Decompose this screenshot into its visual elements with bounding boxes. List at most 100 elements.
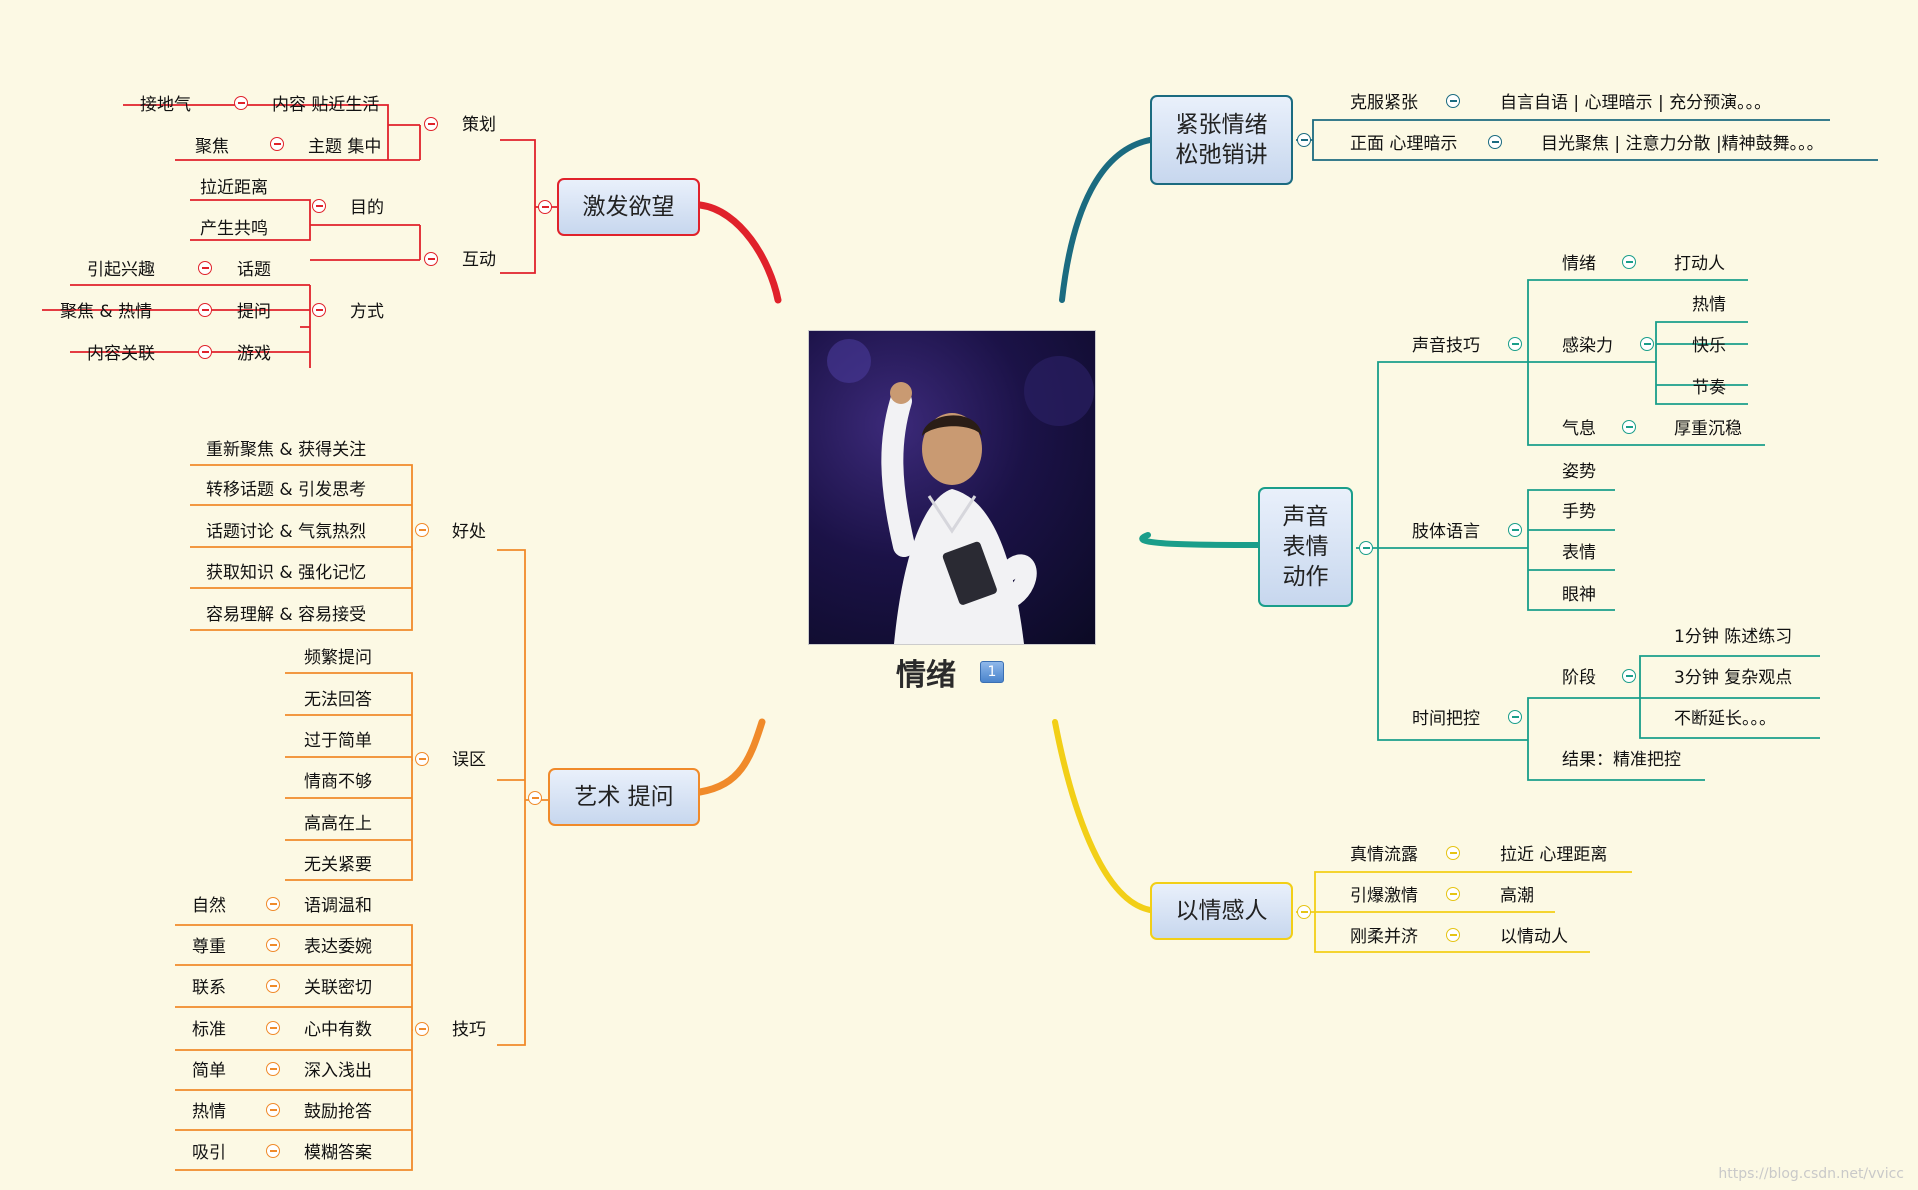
- collapse-toggle[interactable]: [266, 1062, 280, 1076]
- sound-breath-b[interactable]: 厚重沉稳: [1674, 419, 1742, 439]
- collapse-toggle[interactable]: [1508, 337, 1522, 351]
- skill-item-b[interactable]: 语调温和: [304, 896, 372, 916]
- plan-item-b[interactable]: 内容 贴近生活: [272, 95, 380, 115]
- label-plan[interactable]: 策划: [462, 115, 496, 135]
- label-time[interactable]: 时间把控: [1412, 709, 1480, 729]
- skill-item-b[interactable]: 关联密切: [304, 978, 372, 998]
- sound-breath-a[interactable]: 气息: [1562, 419, 1596, 439]
- collapse-toggle[interactable]: [1622, 669, 1636, 683]
- benefit-item[interactable]: 获取知识 & 强化记忆: [206, 563, 367, 583]
- body-item[interactable]: 姿势: [1562, 462, 1596, 482]
- label-method[interactable]: 方式: [350, 302, 384, 322]
- skill-item-a[interactable]: 标准: [192, 1020, 226, 1040]
- label-skill[interactable]: 技巧: [452, 1020, 486, 1040]
- collapse-toggle[interactable]: [266, 1021, 280, 1035]
- benefit-item[interactable]: 话题讨论 & 气氛热烈: [206, 522, 367, 542]
- benefit-item[interactable]: 转移话题 & 引发思考: [206, 480, 367, 500]
- skill-item-b[interactable]: 鼓励抢答: [304, 1102, 372, 1122]
- topic-desire[interactable]: 激发欲望: [557, 178, 700, 236]
- stage-item[interactable]: 3分钟 复杂观点: [1674, 668, 1793, 688]
- method-item-a[interactable]: 内容关联: [87, 344, 155, 364]
- label-appeal[interactable]: 感染力: [1562, 336, 1613, 356]
- collapse-toggle[interactable]: [538, 200, 552, 214]
- method-item-a[interactable]: 聚焦 & 热情: [60, 302, 153, 322]
- skill-item-a[interactable]: 简单: [192, 1061, 226, 1081]
- skill-item-a[interactable]: 热情: [192, 1102, 226, 1122]
- move-item-b[interactable]: 拉近 心理距离: [1500, 845, 1608, 865]
- plan-item-b[interactable]: 主题 集中: [308, 137, 382, 157]
- collapse-toggle[interactable]: [1297, 905, 1311, 919]
- method-item-b[interactable]: 提问: [237, 302, 271, 322]
- collapse-toggle[interactable]: [1622, 255, 1636, 269]
- tension-item-b[interactable]: 自言自语 | 心理暗示 | 充分预演。。。: [1500, 93, 1772, 113]
- tension-item-a[interactable]: 正面 心理暗示: [1350, 134, 1458, 154]
- collapse-toggle[interactable]: [1446, 887, 1460, 901]
- method-item-b[interactable]: 话题: [237, 260, 271, 280]
- label-pitfall[interactable]: 误区: [452, 750, 486, 770]
- stage-item[interactable]: 1分钟 陈述练习: [1674, 627, 1793, 647]
- plan-item-a[interactable]: 聚焦: [195, 137, 229, 157]
- collapse-toggle[interactable]: [266, 1103, 280, 1117]
- topic-voice[interactable]: 声音 表情 动作: [1258, 487, 1353, 607]
- collapse-toggle[interactable]: [198, 303, 212, 317]
- time-result[interactable]: 结果：精准把控: [1562, 750, 1681, 770]
- move-item-b[interactable]: 高潮: [1500, 886, 1534, 906]
- body-item[interactable]: 表情: [1562, 543, 1596, 563]
- appeal-item[interactable]: 热情: [1692, 295, 1726, 315]
- collapse-toggle[interactable]: [1297, 133, 1311, 147]
- method-item-b[interactable]: 游戏: [237, 344, 271, 364]
- collapse-toggle[interactable]: [270, 137, 284, 151]
- topic-ask[interactable]: 艺术 提问: [548, 768, 700, 826]
- collapse-toggle[interactable]: [1622, 420, 1636, 434]
- topic-move[interactable]: 以情感人: [1150, 882, 1293, 940]
- move-item-a[interactable]: 真情流露: [1350, 845, 1418, 865]
- sound-emotion-a[interactable]: 情绪: [1562, 254, 1596, 274]
- label-interact[interactable]: 互动: [462, 250, 496, 270]
- collapse-toggle[interactable]: [1446, 94, 1460, 108]
- collapse-toggle[interactable]: [415, 523, 429, 537]
- collapse-toggle[interactable]: [1508, 523, 1522, 537]
- collapse-toggle[interactable]: [528, 791, 542, 805]
- skill-item-b[interactable]: 心中有数: [304, 1020, 372, 1040]
- sound-emotion-b[interactable]: 打动人: [1674, 254, 1725, 274]
- tension-item-b[interactable]: 目光聚焦 | 注意力分散 |精神鼓舞。。。: [1541, 134, 1824, 154]
- skill-item-a[interactable]: 尊重: [192, 937, 226, 957]
- body-item[interactable]: 眼神: [1562, 585, 1596, 605]
- collapse-toggle[interactable]: [198, 345, 212, 359]
- stage-item[interactable]: 不断延长。。。: [1674, 709, 1776, 729]
- appeal-item[interactable]: 快乐: [1692, 336, 1726, 356]
- tension-item-a[interactable]: 克服紧张: [1350, 93, 1418, 113]
- plan-item-a[interactable]: 接地气: [140, 95, 191, 115]
- move-item-a[interactable]: 引爆激情: [1350, 886, 1418, 906]
- pitfall-item[interactable]: 情商不够: [304, 772, 372, 792]
- pitfall-item[interactable]: 频繁提问: [304, 648, 372, 668]
- pitfall-item[interactable]: 无关紧要: [304, 855, 372, 875]
- skill-item-b[interactable]: 模糊答案: [304, 1143, 372, 1163]
- collapse-toggle[interactable]: [266, 897, 280, 911]
- move-item-b[interactable]: 以情动人: [1500, 927, 1568, 947]
- skill-item-b[interactable]: 表达委婉: [304, 937, 372, 957]
- skill-item-b[interactable]: 深入浅出: [304, 1061, 372, 1081]
- goal-item[interactable]: 拉近距离: [200, 178, 268, 198]
- skill-item-a[interactable]: 自然: [192, 896, 226, 916]
- collapse-toggle[interactable]: [198, 261, 212, 275]
- collapse-toggle[interactable]: [266, 938, 280, 952]
- skill-item-a[interactable]: 联系: [192, 978, 226, 998]
- collapse-toggle[interactable]: [234, 96, 248, 110]
- pitfall-item[interactable]: 高高在上: [304, 814, 372, 834]
- pitfall-item[interactable]: 过于简单: [304, 731, 372, 751]
- collapse-toggle[interactable]: [1488, 135, 1502, 149]
- collapse-toggle[interactable]: [415, 1022, 429, 1036]
- collapse-toggle[interactable]: [266, 979, 280, 993]
- move-item-a[interactable]: 刚柔并济: [1350, 927, 1418, 947]
- pitfall-item[interactable]: 无法回答: [304, 690, 372, 710]
- label-benefit[interactable]: 好处: [452, 522, 486, 542]
- topic-tension[interactable]: 紧张情绪 松弛销讲: [1150, 95, 1293, 185]
- label-goal[interactable]: 目的: [350, 198, 384, 218]
- benefit-item[interactable]: 容易理解 & 容易接受: [206, 605, 367, 625]
- collapse-toggle[interactable]: [1508, 710, 1522, 724]
- central-topic-title[interactable]: 情绪: [896, 658, 956, 693]
- collapse-toggle[interactable]: [266, 1144, 280, 1158]
- collapse-toggle[interactable]: [1359, 541, 1373, 555]
- appeal-item[interactable]: 节奏: [1692, 378, 1726, 398]
